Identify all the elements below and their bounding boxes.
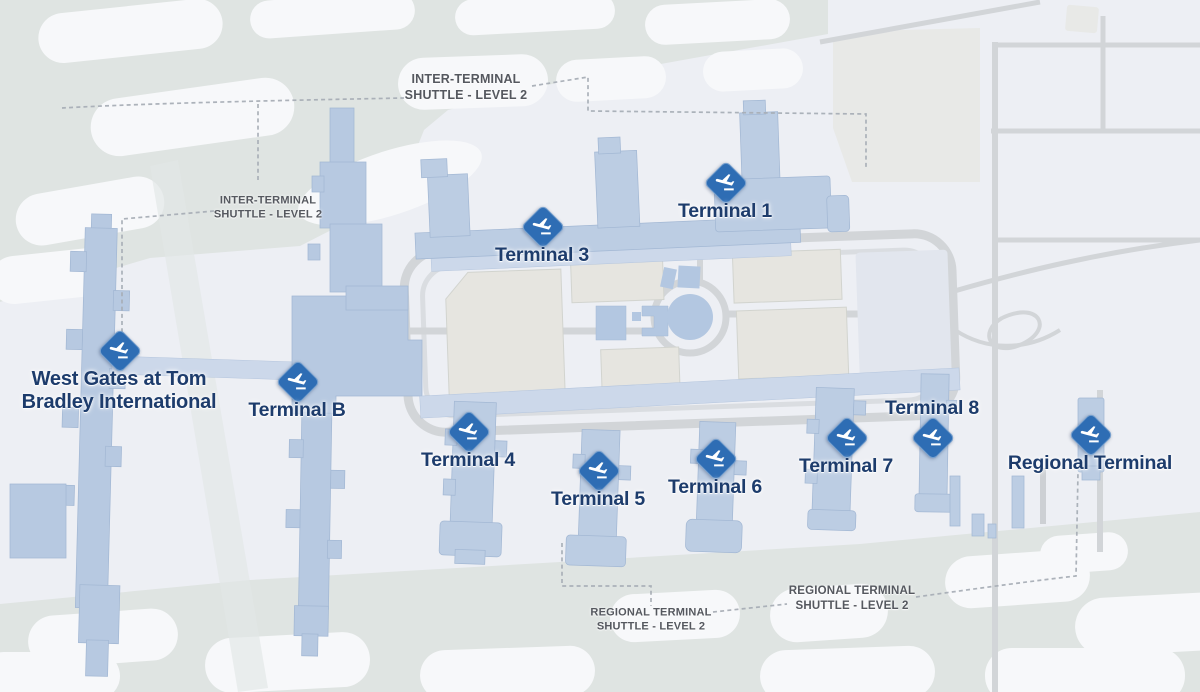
marker-label-line: Regional Terminal (1007, 452, 1173, 474)
airplane-marker-diamond[interactable] (446, 409, 492, 455)
terminal-6-label: Terminal 6 (668, 476, 762, 498)
shuttle-label-line: REGIONAL TERMINAL (788, 585, 916, 598)
shuttle-label-line: REGIONAL TERMINAL (590, 606, 712, 619)
airplane-marker-diamond[interactable] (576, 448, 622, 494)
marker-label-line: Terminal 3 (494, 244, 590, 266)
terminal-1-label: Terminal 1 (678, 200, 772, 222)
parking-areas (833, 4, 1099, 182)
marker-label-line: Terminal 5 (550, 488, 646, 510)
airplane-marker-diamond[interactable] (520, 204, 566, 250)
shuttle-routes (61, 76, 1079, 613)
tbit-building (285, 107, 423, 657)
airplane-marker-diamond[interactable] (1068, 412, 1114, 458)
west-gates-building (57, 213, 131, 677)
terminal-6-marker[interactable]: Terminal 6 (668, 436, 762, 498)
south-terminals-band (419, 367, 961, 419)
terminal-7-marker[interactable]: Terminal 7 (799, 415, 893, 477)
terminal-3-label: Terminal 3 (495, 244, 589, 266)
terminal-b-marker[interactable]: Terminal B (248, 359, 346, 421)
regional-terminal-shuttle-center-label: REGIONAL TERMINAL SHUTTLE - LEVEL 2 (590, 606, 711, 635)
shuttle-label-line: SHUTTLE - LEVEL 2 (213, 209, 323, 221)
shuttle-label-line: SHUTTLE - LEVEL 2 (795, 600, 909, 612)
marker-label-line: Terminal 1 (677, 200, 773, 222)
regional-terminal-marker[interactable]: Regional Terminal (1008, 412, 1172, 474)
shuttle-label-line: INTER-TERMINAL (411, 71, 521, 86)
terminal-8-marker[interactable]: Terminal 8 (885, 397, 979, 461)
marker-label-line: Terminal B (248, 399, 346, 421)
marker-label-line: Bradley International (21, 391, 217, 413)
marker-label-line: Terminal 6 (667, 476, 763, 498)
terminal-b-label: Terminal B (248, 399, 346, 421)
terminal-3-marker[interactable]: Terminal 3 (495, 204, 589, 266)
terminal-8-label: Terminal 8 (885, 397, 979, 419)
central-buildings (595, 265, 713, 341)
terminal-5-label: Terminal 5 (551, 488, 645, 510)
marker-label-line: West Gates at Tom (31, 368, 207, 390)
shuttle-label-line: INTER-TERMINAL (219, 194, 317, 207)
terminal-3-building (414, 136, 802, 272)
west-lot (9, 483, 67, 559)
terminal-4-label: Terminal 4 (421, 449, 515, 471)
regional-terminal-label: Regional Terminal (1008, 452, 1172, 474)
airplane-marker-diamond[interactable] (910, 415, 956, 461)
terminal-4-marker[interactable]: Terminal 4 (421, 409, 515, 471)
service-buildings (949, 475, 1025, 539)
shuttle-label-line: SHUTTLE - LEVEL 2 (596, 621, 706, 633)
marker-label-line: Terminal 4 (420, 449, 516, 471)
terminal-5-marker[interactable]: Terminal 5 (551, 448, 645, 510)
airplane-marker-diamond[interactable] (824, 415, 870, 461)
airplane-marker-diamond[interactable] (97, 328, 143, 374)
airplane-marker-diamond[interactable] (703, 160, 749, 206)
shuttle-label-line: SHUTTLE - LEVEL 2 (404, 88, 528, 102)
regional-terminal-shuttle-right-label: REGIONAL TERMINAL SHUTTLE - LEVEL 2 (789, 584, 916, 614)
marker-label-line: Terminal 7 (798, 455, 894, 477)
airplane-marker-diamond[interactable] (693, 436, 739, 482)
terminal-1-marker[interactable]: Terminal 1 (678, 160, 772, 222)
terminal-1-building (713, 99, 851, 233)
inter-terminal-shuttle-left-label: INTER-TERMINAL SHUTTLE - LEVEL 2 (214, 194, 322, 223)
airplane-marker-diamond[interactable] (275, 359, 321, 405)
inter-terminal-shuttle-top-label: INTER-TERMINAL SHUTTLE - LEVEL 2 (405, 71, 528, 104)
taxiway-strip (150, 160, 268, 692)
marker-label-line: Terminal 8 (884, 396, 980, 419)
terminal-4-building (438, 400, 508, 565)
terminal-7-label: Terminal 7 (799, 455, 893, 477)
